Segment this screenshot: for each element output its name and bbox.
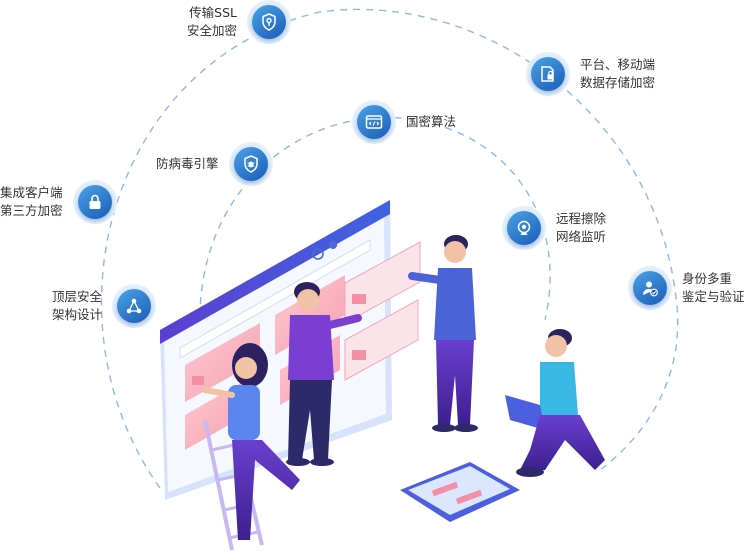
feature-storage-label: 平台、移动端数据存储加密: [580, 57, 656, 90]
feature-arch: 顶层安全架构设计: [52, 284, 157, 328]
feature-thirdparty-label: 集成客户端第三方加密: [0, 185, 63, 218]
feature-remote: 远程擦除网络监听: [502, 206, 606, 250]
feature-auth-label: 身份多重鉴定与验证: [682, 271, 745, 304]
feature-thirdparty-badge[interactable]: [72, 180, 117, 224]
feature-storage: 平台、移动端数据存储加密: [526, 52, 655, 96]
woman-on-ladder: [202, 343, 300, 551]
floor-tablet: [400, 462, 520, 522]
man-center: [286, 282, 362, 466]
feature-algo-badge[interactable]: [352, 100, 396, 144]
key-shield-icon: [262, 13, 276, 31]
man-pointing: [408, 235, 478, 432]
network-nodes-icon: [126, 298, 142, 314]
man-with-laptop: [505, 329, 605, 477]
feature-auth: 身份多重鉴定与验证: [628, 266, 745, 310]
code-window-icon: [365, 115, 383, 129]
feature-algo-label: 国密算法: [406, 114, 457, 129]
feature-ssl-badge[interactable]: [247, 0, 292, 44]
encrypted-file-icon: [541, 66, 554, 82]
feature-antivirus: 防病毒引擎: [156, 142, 273, 186]
feature-arch-label: 顶层安全架构设计: [52, 289, 103, 322]
feature-antivirus-label: 防病毒引擎: [156, 156, 219, 171]
screen-search-icon: [312, 248, 324, 260]
feature-thirdparty: 集成客户端第三方加密: [0, 180, 117, 224]
webcam-icon: [517, 220, 531, 235]
padlock-icon: [89, 194, 101, 209]
feature-auth-badge[interactable]: [628, 266, 672, 310]
feature-algo: 国密算法: [352, 100, 456, 144]
feature-storage-badge[interactable]: [526, 52, 570, 96]
feature-remote-badge[interactable]: [502, 206, 546, 250]
user-verified-icon: [643, 281, 658, 297]
feature-arch-badge[interactable]: [112, 284, 157, 328]
bug-shield-icon: [243, 155, 258, 173]
feature-remote-label: 远程擦除网络监听: [556, 211, 607, 244]
inner-orbit-arc: [199, 116, 551, 331]
feature-antivirus-badge[interactable]: [228, 142, 273, 186]
